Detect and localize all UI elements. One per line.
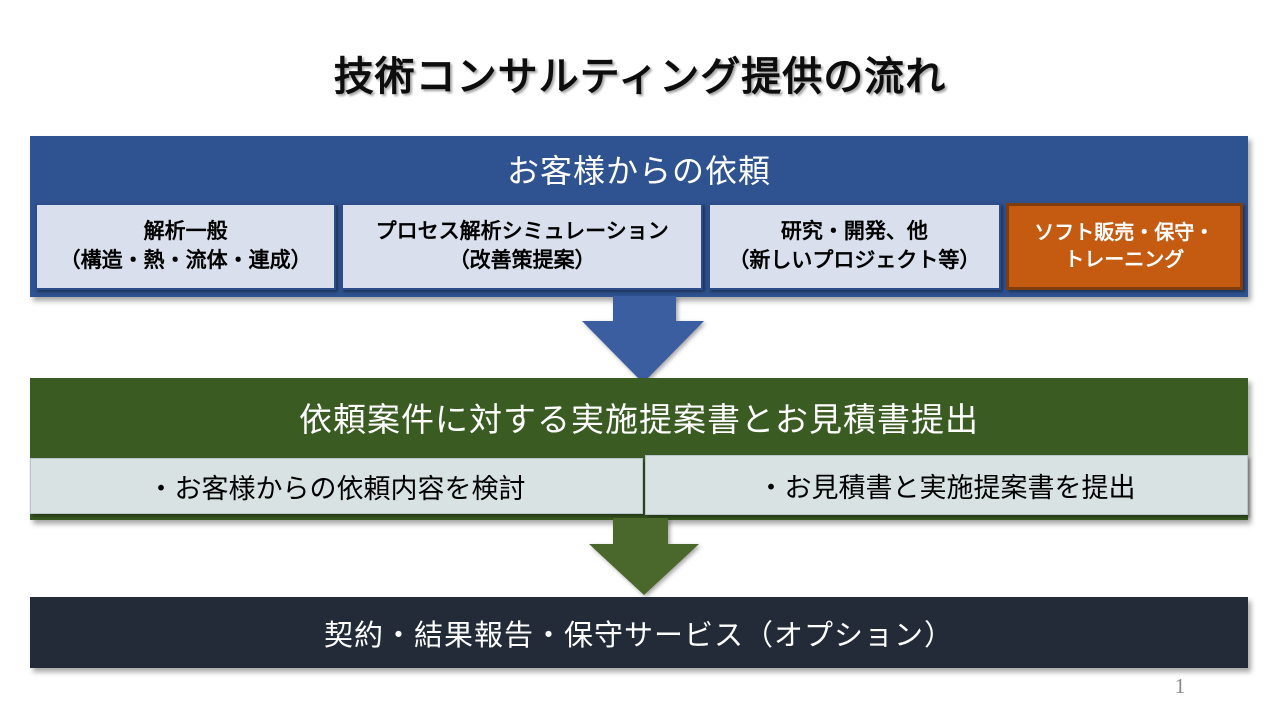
request-items-row: 解析一般 （構造・熱・流体・連成） プロセス解析シミュレーション （改善策提案）… xyxy=(35,203,1244,290)
proposal-item-submit-estimate: ・お見積書と実施提案書を提出 xyxy=(645,455,1248,515)
request-item-software-sales: ソフト販売・保守・ トレーニング xyxy=(1005,203,1244,290)
request-item-research-line2: （新しいプロジェクト等） xyxy=(728,248,981,272)
request-section-header: お客様からの依頼 xyxy=(506,153,771,189)
proposal-section: 依頼案件に対する実施提案書とお見積書提出 ・お客様からの依頼内容を検討 ・お見積… xyxy=(30,378,1248,520)
proposal-item-submit-estimate-label: ・お見積書と実施提案書を提出 xyxy=(757,472,1136,503)
request-item-process-simulation: プロセス解析シミュレーション （改善策提案） xyxy=(341,203,704,290)
request-item-research: 研究・開発、他 （新しいプロジェクト等） xyxy=(708,203,1001,290)
contract-section: 契約・結果報告・保守サービス（オプション） xyxy=(30,597,1248,668)
proposal-item-review-request-label: ・お客様からの依頼内容を検討 xyxy=(147,473,526,504)
request-item-software-sales-line2: トレーニング xyxy=(1064,248,1185,271)
request-item-analysis: 解析一般 （構造・熱・流体・連成） xyxy=(35,203,337,290)
request-section: お客様からの依頼 解析一般 （構造・熱・流体・連成） プロセス解析シミュレーショ… xyxy=(30,136,1248,297)
down-arrow-blue-icon xyxy=(582,296,704,383)
proposal-item-review-request: ・お客様からの依頼内容を検討 xyxy=(30,458,643,514)
request-item-software-sales-line1: ソフト販売・保守・ xyxy=(1034,221,1215,244)
request-item-research-line1: 研究・開発、他 xyxy=(780,220,928,244)
page-number: 1 xyxy=(1174,674,1186,698)
proposal-section-header: 依頼案件に対する実施提案書とお見積書提出 xyxy=(299,401,979,438)
down-arrow-green-icon xyxy=(589,518,699,595)
slide-title: 技術コンサルティング提供の流れ xyxy=(333,55,947,99)
contract-section-label: 契約・結果報告・保守サービス（オプション） xyxy=(323,619,954,652)
request-item-analysis-line1: 解析一般 xyxy=(143,220,228,244)
request-item-process-simulation-line1: プロセス解析シミュレーション xyxy=(375,220,669,244)
request-item-process-simulation-line2: （改善策提案） xyxy=(448,248,596,272)
request-item-analysis-line2: （構造・熱・流体・連成） xyxy=(59,248,312,272)
